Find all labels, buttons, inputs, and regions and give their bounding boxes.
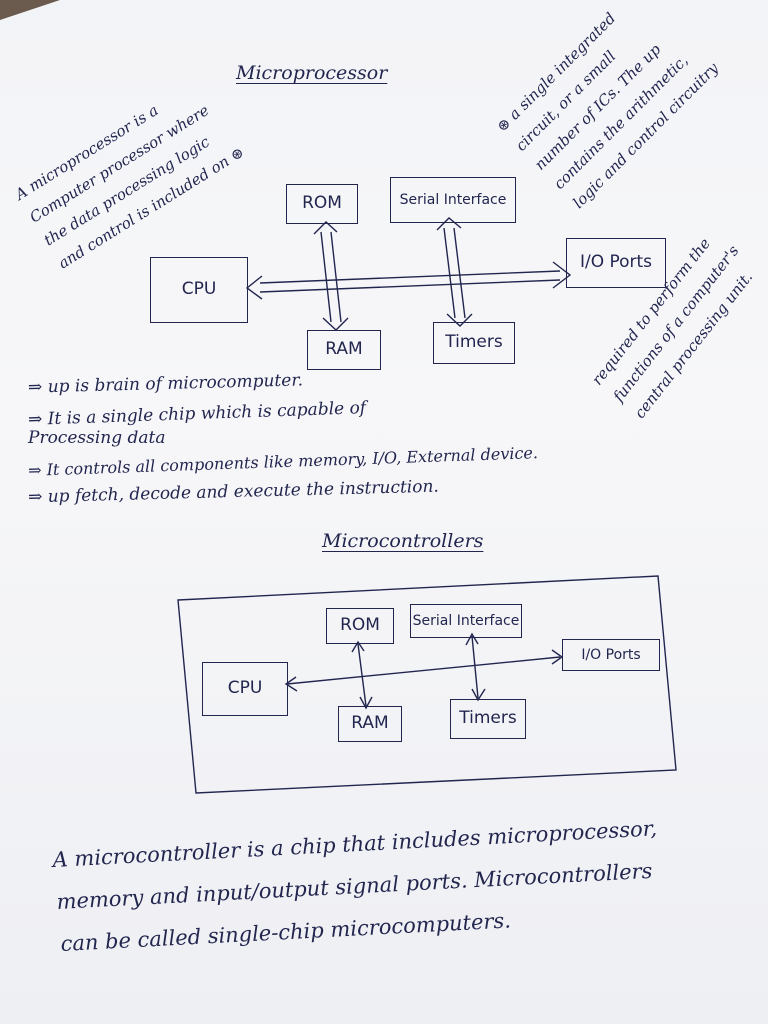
mc-ram-block: RAM: [338, 706, 402, 742]
io-ports-block: I/O Ports: [566, 238, 666, 288]
mc-cpu-block: CPU: [202, 662, 288, 716]
mc-timers-block: Timers: [450, 699, 526, 739]
ram-block: RAM: [307, 330, 381, 370]
mc-rom-block: ROM: [326, 608, 394, 644]
microprocessor-title: Microprocessor: [236, 62, 388, 84]
bullet-point-continued: Processing data: [28, 428, 166, 448]
rom-block: ROM: [286, 184, 358, 224]
microcontrollers-title: Microcontrollers: [322, 530, 484, 552]
timers-block: Timers: [433, 322, 515, 364]
cpu-block: CPU: [150, 257, 248, 323]
mc-serial-interface-block: Serial Interface: [410, 604, 522, 638]
serial-interface-block: Serial Interface: [390, 177, 516, 223]
mc-io-ports-block: I/O Ports: [562, 639, 660, 671]
